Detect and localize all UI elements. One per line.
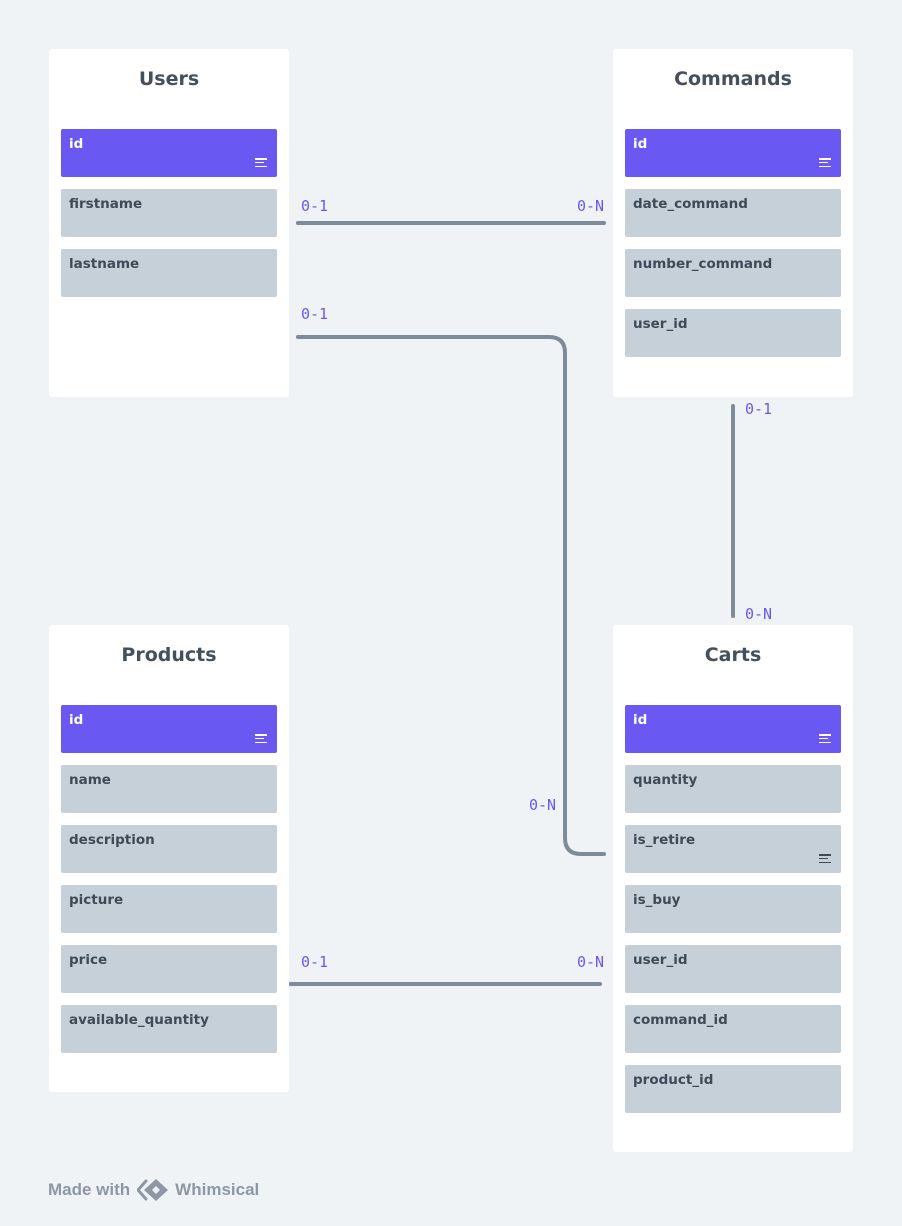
field[interactable]: firstname	[61, 189, 277, 237]
field-name: description	[69, 832, 155, 848]
field[interactable]: lastname	[61, 249, 277, 297]
field-name: number_command	[633, 256, 773, 272]
field-name: picture	[69, 892, 124, 908]
field[interactable]: is_buy	[625, 885, 841, 933]
field-name: date_command	[633, 196, 748, 212]
note-lines-icon[interactable]	[255, 158, 267, 168]
connector-users-carts[interactable]	[296, 335, 606, 856]
field-list: id quantity is_retire is_buy user_id command_…	[613, 705, 853, 1113]
cardinality-users-commands-to: 0-N	[577, 197, 605, 215]
field-name: is_retire	[633, 832, 696, 848]
field[interactable]: quantity	[625, 765, 841, 813]
field-name: quantity	[633, 772, 698, 788]
field-name: firstname	[69, 196, 143, 212]
field-name: user_id	[633, 316, 688, 332]
entity-users[interactable]: Users id firstname lastname	[49, 49, 289, 397]
field[interactable]: name	[61, 765, 277, 813]
field-name: id	[69, 136, 84, 152]
cardinality-users-commands-from: 0-1	[301, 197, 329, 215]
primary-key-field[interactable]: id	[61, 705, 277, 753]
field[interactable]: user_id	[625, 945, 841, 993]
entity-title: Users	[138, 68, 200, 90]
field-name: available_quantity	[69, 1012, 209, 1028]
cardinality-users-carts-to: 0-N	[529, 796, 557, 814]
field-list: id date_command number_command user_id	[613, 129, 853, 357]
primary-key-field[interactable]: id	[61, 129, 277, 177]
entity-title: Carts	[704, 644, 762, 666]
entity-products[interactable]: Products id name description picture price av…	[49, 625, 289, 1092]
note-lines-icon[interactable]	[819, 158, 831, 168]
field-list: id firstname lastname	[49, 129, 289, 297]
note-lines-icon[interactable]	[819, 734, 831, 744]
cardinality-commands-carts-to: 0-N	[745, 605, 773, 623]
field[interactable]: description	[61, 825, 277, 873]
whimsical-brand: Whimsical	[175, 1180, 260, 1199]
field[interactable]: product_id	[625, 1065, 841, 1113]
cardinality-products-carts-to: 0-N	[577, 953, 605, 971]
field[interactable]: price	[61, 945, 277, 993]
field[interactable]: is_retire	[625, 825, 841, 873]
field[interactable]: picture	[61, 885, 277, 933]
field-name: command_id	[633, 1012, 728, 1028]
note-lines-icon[interactable]	[819, 854, 831, 864]
field-name: id	[69, 712, 84, 728]
primary-key-field[interactable]: id	[625, 129, 841, 177]
field[interactable]: available_quantity	[61, 1005, 277, 1053]
note-lines-icon[interactable]	[255, 734, 267, 744]
field-list: id name description picture price available_q…	[49, 705, 289, 1053]
field-name: name	[69, 772, 111, 788]
field-name: id	[633, 136, 648, 152]
entity-title: Commands	[674, 68, 792, 90]
field-name: price	[69, 952, 108, 968]
field-name: is_buy	[633, 892, 681, 908]
field-name: product_id	[633, 1072, 714, 1088]
made-with-label: Made with	[48, 1180, 131, 1199]
field-name: lastname	[69, 256, 140, 272]
entity-title: Products	[121, 644, 217, 666]
field[interactable]: user_id	[625, 309, 841, 357]
field-name: user_id	[633, 952, 688, 968]
cardinality-commands-carts-from: 0-1	[745, 400, 773, 418]
primary-key-field[interactable]: id	[625, 705, 841, 753]
made-with-whimsical-badge[interactable]: Made with Whimsical	[48, 1177, 259, 1203]
cardinality-users-carts-from: 0-1	[301, 305, 329, 323]
field-name: id	[633, 712, 648, 728]
field[interactable]: number_command	[625, 249, 841, 297]
field[interactable]: command_id	[625, 1005, 841, 1053]
field[interactable]: date_command	[625, 189, 841, 237]
whimsical-logo-icon	[137, 1179, 169, 1201]
cardinality-products-carts-from: 0-1	[301, 953, 329, 971]
